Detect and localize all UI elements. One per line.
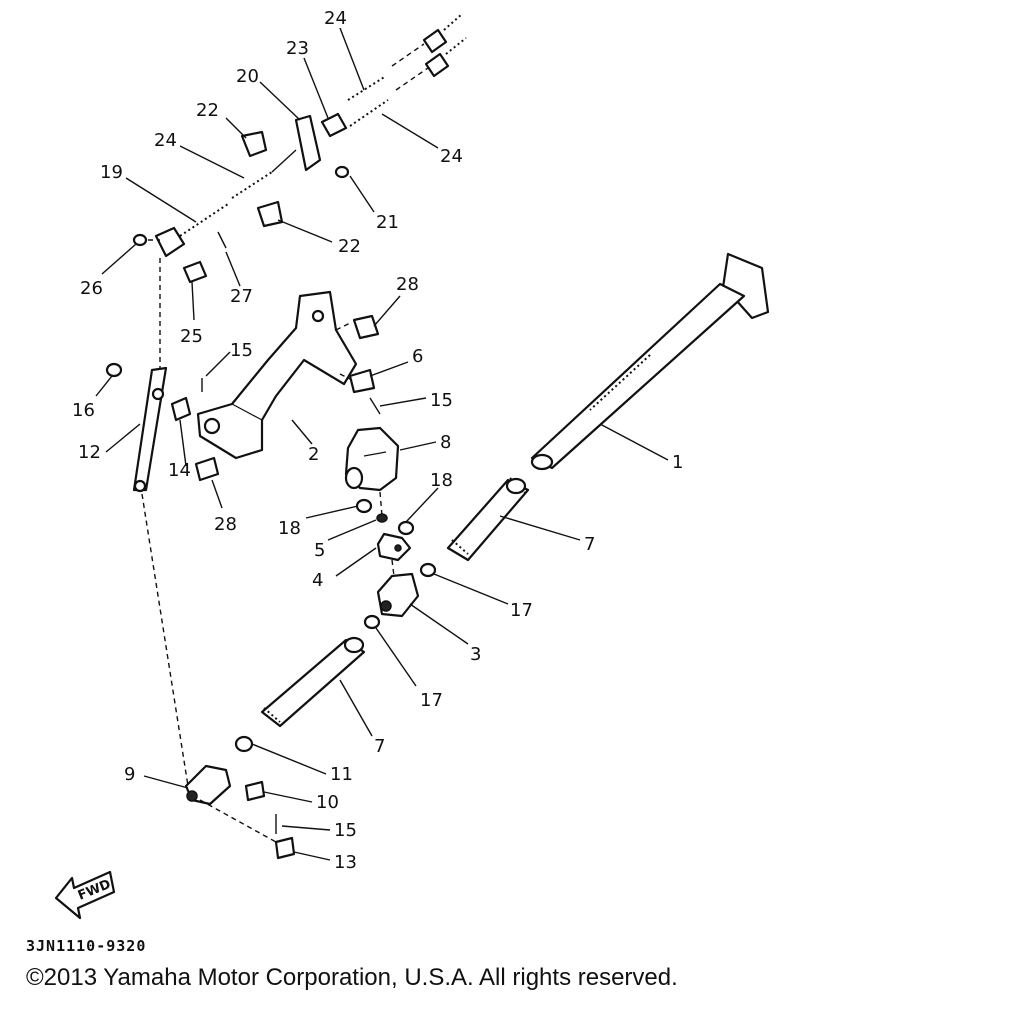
cable-end-a [422, 28, 448, 54]
callout-15a: 15 [230, 340, 253, 361]
callout-24b: 24 [154, 130, 177, 151]
callout-26: 26 [80, 278, 103, 299]
part-19-rod-end [154, 226, 186, 258]
callout-11: 11 [330, 764, 353, 785]
callout-21: 21 [376, 212, 399, 233]
callout-16: 16 [72, 400, 95, 421]
part-7-upper-shaft [446, 477, 530, 562]
part-22-knob-bottom [256, 200, 284, 228]
leader-lines [95, 27, 669, 861]
part-3-bracket [376, 572, 420, 618]
callout-6: 6 [412, 346, 423, 367]
cable-end-b [424, 52, 450, 78]
callout-25: 25 [180, 326, 203, 347]
part-8-guide-block [344, 426, 400, 492]
part-10-bolt [244, 780, 266, 802]
part-13-bolt [274, 836, 296, 860]
callout-28a: 28 [396, 274, 419, 295]
callout-22a: 22 [196, 100, 219, 121]
callout-18b: 18 [430, 470, 453, 491]
fwd-arrow-icon: FWD [54, 870, 116, 920]
callout-28b: 28 [214, 514, 237, 535]
callout-27: 27 [230, 286, 253, 307]
callout-15c: 15 [334, 820, 357, 841]
part-1-shift-lever [530, 252, 770, 471]
part-12-link [105, 362, 220, 493]
callout-3: 3 [470, 644, 481, 665]
callout-7a: 7 [584, 534, 595, 555]
part-18-washer-a [355, 498, 373, 514]
callout-8: 8 [440, 432, 451, 453]
part-15-pin-b [369, 397, 381, 415]
part-17-ring-a [419, 562, 437, 578]
callout-13: 13 [334, 852, 357, 873]
part-14-collar [170, 396, 192, 422]
part-7-lower-shaft [260, 636, 366, 728]
callout-9: 9 [124, 764, 135, 785]
callout-5: 5 [314, 540, 325, 561]
callout-17a: 17 [510, 600, 533, 621]
callout-12: 12 [78, 442, 101, 463]
part-23-collar [320, 112, 348, 138]
part-16-washer [105, 362, 123, 378]
part-9-clevis [184, 764, 232, 806]
part-28-bolt-lower [194, 456, 220, 482]
part-4-cam [376, 532, 412, 562]
part-28-bolt-upper [352, 314, 380, 340]
callout-24c: 24 [440, 146, 463, 167]
part-20-lever [294, 114, 322, 172]
diagram-ref-code: 3JN1110-9320 [26, 937, 147, 955]
part-27-clip [217, 231, 227, 249]
part-24-spring-left [231, 171, 273, 199]
part-26-washer [132, 233, 148, 247]
part-25-pin [182, 260, 208, 284]
part-11-spring [234, 735, 254, 753]
callout-17b: 17 [420, 690, 443, 711]
callout-22b: 22 [338, 236, 361, 257]
callout-15b: 15 [430, 390, 453, 411]
part-24-spring-top [347, 75, 387, 101]
part-24-spring-right [349, 99, 389, 127]
callout-7b: 7 [374, 736, 385, 757]
part-17-ring-b [363, 614, 381, 630]
callout-14: 14 [168, 460, 191, 481]
upper-assembly [132, 13, 467, 415]
callout-19: 19 [100, 162, 123, 183]
assembly-lines [141, 239, 395, 843]
callout-1: 1 [672, 452, 683, 473]
small-parts [234, 498, 437, 860]
part-18-washer-b [397, 520, 415, 536]
callout-20: 20 [236, 66, 259, 87]
callout-24a: 24 [324, 8, 347, 29]
callout-labels: 1 2 3 4 5 6 7 7 8 9 10 11 12 13 14 15 15… [72, 8, 683, 873]
part-6-pin [348, 368, 376, 394]
part-5-nut [376, 513, 388, 523]
callout-10: 10 [316, 792, 339, 813]
part-2-bracket [196, 290, 358, 460]
callout-18a: 18 [278, 518, 301, 539]
part-22-knob-top [240, 130, 268, 158]
part-21-pin [334, 165, 350, 179]
callout-4: 4 [312, 570, 323, 591]
part-19-thread [179, 203, 229, 237]
callout-2: 2 [308, 444, 319, 465]
copyright-notice: ©2013 Yamaha Motor Corporation, U.S.A. A… [26, 964, 678, 991]
callout-23: 23 [286, 38, 309, 59]
